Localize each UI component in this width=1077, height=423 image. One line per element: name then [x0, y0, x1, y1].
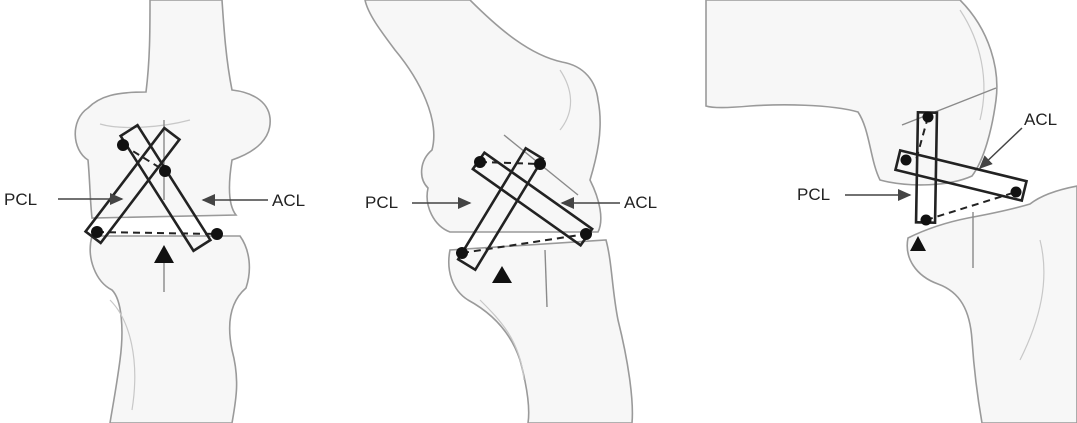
acl-label: ACL [1024, 110, 1057, 129]
panel-mid-flexion: PCL ACL [365, 0, 657, 423]
tibial-link [97, 232, 217, 234]
femur-bone [75, 0, 270, 218]
joint-pin [901, 155, 912, 166]
pcl-label: PCL [797, 185, 830, 204]
joint-pin [211, 228, 223, 240]
femur-bone [706, 0, 997, 185]
joint-pin [1011, 187, 1022, 198]
tibia-bone [90, 236, 249, 423]
panel-deep-flexion: PCL ACL [706, 0, 1077, 423]
joint-pin [534, 158, 546, 170]
joint-pin [921, 215, 932, 226]
pcl-label: PCL [365, 193, 398, 212]
joint-pin [456, 247, 468, 259]
joint-pin [923, 112, 934, 123]
pcl-label: PCL [4, 190, 37, 209]
panel-extension: PCL ACL [4, 0, 305, 423]
acl-label: ACL [272, 191, 305, 210]
joint-pin [474, 156, 486, 168]
joint-pin [580, 228, 592, 240]
joint-pin [159, 165, 171, 177]
joint-pin [91, 226, 103, 238]
femur-bone [365, 0, 601, 232]
joint-pin [117, 139, 129, 151]
acl-label: ACL [624, 193, 657, 212]
